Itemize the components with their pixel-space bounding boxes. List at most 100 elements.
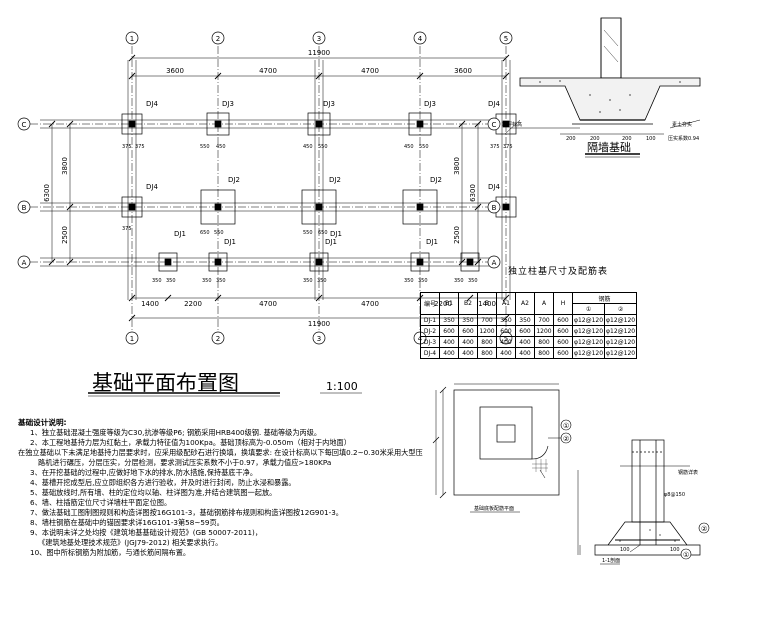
d375-c1: 375 [122, 144, 132, 150]
d375-c5: 375 [490, 144, 500, 150]
d350-a4: 350 [404, 278, 414, 284]
table-cell: 400 [458, 336, 478, 348]
table-cell: 350 [496, 314, 516, 326]
dim-right-total: 6300 [469, 184, 477, 202]
table-cell: 1200 [477, 325, 497, 337]
axis-x-4-top: 4 [418, 35, 423, 43]
detail-stirrup: φ8@150 [664, 492, 685, 498]
footing-dj4-b1 [121, 196, 143, 218]
table-cell: φ12@120 [604, 347, 638, 359]
note-line-2: 2、本工程地基持力层为红黏土，承载力特征值为100Kpa。基础顶标高为-0.05… [30, 438, 351, 447]
footing-dj1-a4 [410, 252, 430, 272]
d350-a2: 350 [202, 278, 212, 284]
footing-dj2-b2 [200, 189, 236, 225]
label-dj1-a3: DJ1 [325, 238, 337, 246]
th-b1: B1 [439, 292, 459, 315]
note-line-3: 3、在开挖基础的过程中,应做好地下水的排水,防水措施,保持基底干净。 [30, 468, 258, 477]
th-a1: A1 [496, 292, 516, 315]
dim-top-2: 4700 [259, 67, 277, 75]
table-cell: 600 [553, 314, 573, 326]
table-cell: 600 [496, 325, 516, 337]
note-line-8: 8、墙柱钢筋在基础中的锚固要求详16G101-3第58~59页。 [30, 518, 224, 527]
detail-d100-right: 100 [670, 547, 680, 553]
d375-b1: 375 [122, 226, 132, 232]
table-title: 独立柱基尺寸及配筋表 [508, 267, 609, 277]
table-header-row: 编号 B1 B2 B A1 A2 A H 钢筋 [420, 292, 638, 315]
label-dj1-a4: DJ1 [426, 238, 438, 246]
detail-section-mark-2: ② [701, 525, 707, 533]
label-dj1-a1: DJ1 [174, 230, 186, 238]
th-rebar-group: 钢筋 [571, 292, 638, 304]
wall-d200-3: 200 [622, 136, 632, 142]
wall-d200-1: 200 [566, 136, 576, 142]
wall-foundation-section [504, 17, 701, 158]
table-cell: DJ-1 [420, 314, 440, 326]
foundation-plan [30, 46, 517, 397]
dim-left-1: 3800 [61, 157, 69, 175]
table-cell: 700 [534, 314, 554, 326]
table-cell: 600 [553, 336, 573, 348]
wall-section-title: 隔墙基础 [587, 140, 631, 154]
table-cell: 800 [477, 336, 497, 348]
detail-section-mark-1: ① [683, 551, 689, 559]
note-line-7: 7、做法基础工图制图规则和构造详图按16G101-3，基础钢筋排布规则和构造详图… [30, 508, 343, 517]
wall-section-labels: 地坪标高 200 200 200 100 素土夯实 压实系数0.94 [502, 121, 699, 142]
table-cell: 350 [458, 314, 478, 326]
label-dj3-c2: DJ3 [222, 100, 234, 108]
dim-top-total: 11900 [308, 49, 330, 57]
d550-c2: 550 [200, 144, 210, 150]
table-cell: φ12@120 [571, 314, 606, 326]
note-line-1: 1、独立基础混凝土强度等级为C30,抗渗等级P6; 钢筋采用HRB400级钢. … [30, 428, 322, 437]
footing-detail-plan [432, 383, 562, 513]
dim-bottom-2: 2200 [184, 300, 202, 308]
plan-scale: 1:100 [326, 380, 358, 393]
d350-a1b: 350 [166, 278, 176, 284]
d350-a3b: 350 [317, 278, 327, 284]
label-dj4-c5: DJ4 [488, 100, 500, 108]
label-dj1-a3b: DJ1 [330, 230, 342, 238]
d350-a4b: 350 [418, 278, 428, 284]
table-cell: 800 [477, 347, 497, 359]
table-cell: 1200 [534, 325, 554, 337]
wall-d100: 100 [646, 136, 656, 142]
wall-d200-2: 200 [590, 136, 600, 142]
dim-bottom-1: 1400 [141, 300, 159, 308]
wall-label-b: 素土夯实 [672, 121, 692, 128]
axis-x-5-top: 5 [504, 35, 508, 43]
table-cell: 400 [515, 347, 535, 359]
table-cell: φ12@120 [571, 336, 606, 348]
th-rebar-2: ② [604, 303, 638, 315]
detail-d100-left: 100 [620, 547, 630, 553]
footing-dj1-a5 [460, 252, 480, 272]
table-cell: 400 [496, 336, 516, 348]
th-a2: A2 [515, 292, 535, 315]
dim-top-4: 3600 [454, 67, 472, 75]
label-dj4-b5: DJ4 [488, 183, 500, 191]
footing-detail-section [577, 439, 701, 565]
note-line-4: 4、基槽开挖成型后,应立即组织各方进行验收，并及时进行封闭，防止水浸和暴露。 [30, 478, 296, 487]
axis-y-b-left: B [22, 204, 27, 212]
note-line-9b: 《建筑地基处理技术规范》(JGJ79-2012) 相关要求执行。 [38, 538, 223, 547]
table-cell: φ12@120 [604, 336, 638, 348]
table-cell: 700 [477, 314, 497, 326]
table-cell: φ12@120 [571, 347, 606, 359]
dim-right-1: 3800 [453, 157, 461, 175]
design-notes: 基础设计说明: 1、独立基础混凝土强度等级为C30,抗渗等级P6; 钢筋采用HR… [18, 418, 438, 558]
d550-b2: 550 [214, 230, 224, 236]
label-dj4-b1: DJ4 [146, 183, 158, 191]
table-cell: 350 [439, 314, 459, 326]
axis-x-2-top: 2 [216, 35, 220, 43]
table-cell: 400 [458, 347, 478, 359]
table-cell: φ12@120 [604, 314, 638, 326]
plan-dimensions-vertical: 6300 3800 2500 6300 3800 2500 [43, 157, 477, 244]
table-subheader-row: ① ② [421, 303, 638, 315]
table-cell: 800 [534, 347, 554, 359]
detail-section-caption: 1-1剖面 [602, 557, 620, 564]
dim-left-2: 2500 [61, 226, 69, 244]
d650-b2: 650 [200, 230, 210, 236]
label-dj4-c1: DJ4 [146, 100, 158, 108]
